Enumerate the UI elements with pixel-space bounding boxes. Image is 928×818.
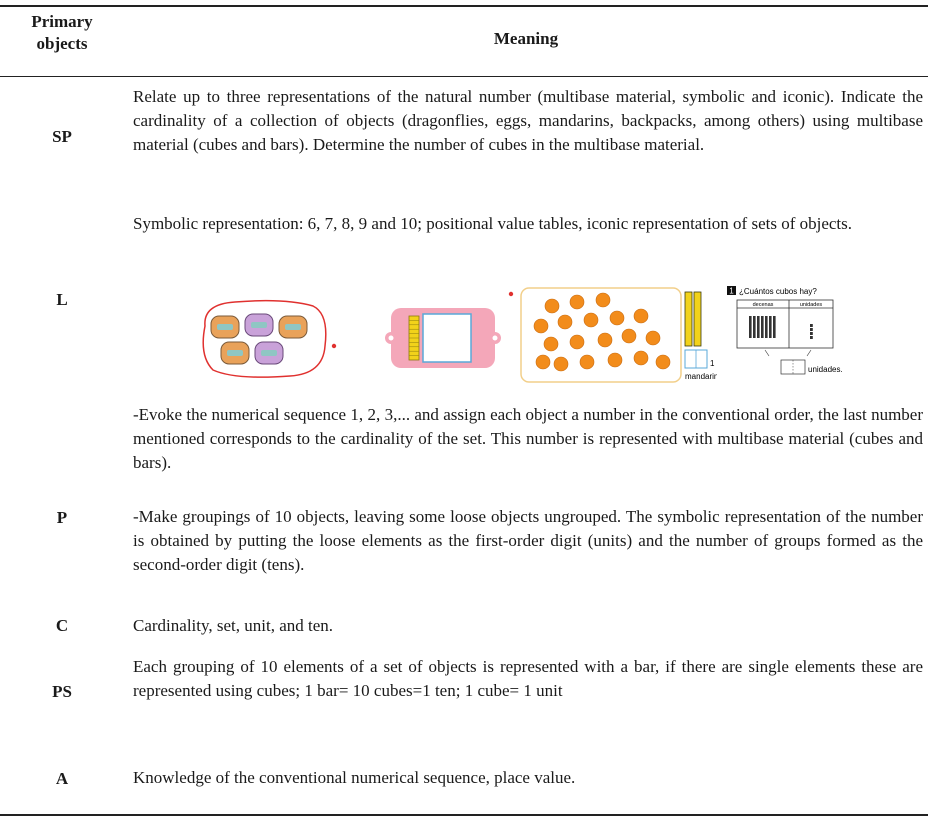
header-primary-line2: objects [36, 34, 88, 53]
header-primary-objects: Primary objects [0, 11, 124, 55]
row-code-sp: SP [52, 127, 72, 146]
row-code-ps: PS [52, 682, 72, 701]
row-code-c: C [55, 616, 69, 635]
units-label: unidades [800, 302, 823, 308]
units-answer-label: unidades. [808, 365, 843, 374]
row-text-a: Knowledge of the conventional numerical … [133, 768, 576, 787]
row-code-a: A [55, 769, 69, 788]
row-text-p-1: -Evoke the numerical sequence 1, 2, 3,..… [133, 405, 923, 472]
row-text-ps: Each grouping of 10 elements of a set of… [133, 657, 923, 700]
mandarins-label: mandarinas [685, 372, 717, 381]
row-text-sp: Relate up to three representations of th… [133, 87, 923, 154]
row-text-p-2: -Make groupings of 10 objects, leaving s… [133, 507, 923, 574]
row-code-p: P [56, 508, 68, 527]
mandarins-units-value: 1 [710, 359, 715, 368]
header-primary-line1: Primary [31, 12, 93, 31]
count-cubes-image: 1 ¿Cuántos cubos hay? decenas unidades u… [725, 284, 845, 388]
question-number: 1 [729, 287, 734, 296]
l-illustrations: 1 mandarinas 1 ¿Cuántos cubos hay? decen… [195, 286, 895, 386]
mandarins-image: 1 mandarinas [507, 286, 717, 386]
tens-label: decenas [753, 302, 774, 308]
table-top-rule [0, 5, 928, 7]
row-text-c: Cardinality, set, unit, and ten. [133, 616, 334, 635]
row-text-l: Symbolic representation: 6, 7, 8, 9 and … [133, 214, 853, 233]
count-question: ¿Cuántos cubos hay? [739, 287, 817, 296]
table-bottom-rule [0, 814, 928, 816]
table-header-rule [0, 76, 928, 77]
pink-board-image [385, 306, 501, 370]
row-code-l: L [56, 290, 68, 309]
backpacks-set-image [195, 296, 340, 380]
header-meaning: Meaning [493, 29, 559, 48]
